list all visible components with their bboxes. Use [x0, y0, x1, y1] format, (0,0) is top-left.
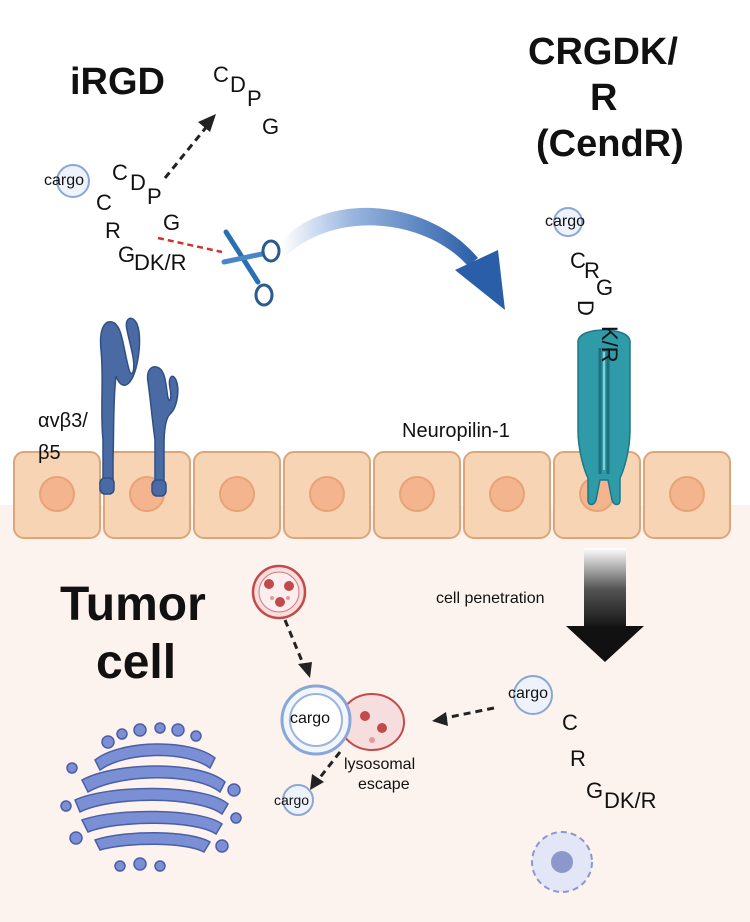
- tumor-label-line2: cell: [96, 636, 177, 689]
- crgdk-title-line1: CRGDK/: [528, 31, 678, 73]
- cargo-label: cargo: [44, 172, 85, 189]
- irgd-residue: DK/R: [134, 250, 187, 275]
- cendr-residue: C: [570, 248, 586, 273]
- cell-penetration-label: cell penetration: [436, 590, 545, 607]
- irgd-residue: R: [105, 218, 121, 243]
- irgd-residue: G: [163, 210, 181, 235]
- cell-membrane: [13, 451, 731, 539]
- cargo-spheres: [56, 164, 583, 816]
- internal-residue: G: [586, 778, 604, 803]
- scissors-icon: [221, 229, 281, 307]
- nucleus-icon: [531, 831, 593, 893]
- cargo-label: cargo: [508, 685, 549, 702]
- neuropilin-receptor-icon: [577, 329, 631, 506]
- cendr-residue: R: [584, 258, 600, 283]
- release-arrow: [163, 114, 216, 179]
- neuropilin-label: Neuropilin-1: [402, 420, 510, 442]
- cleavage-line: [157, 236, 223, 254]
- cargo-label: cargo: [290, 710, 331, 727]
- golgi-apparatus-icon: [60, 722, 242, 872]
- cendr-residue: G: [596, 275, 614, 300]
- tumor-label-line1: Tumor: [60, 578, 206, 631]
- cendr-residue: K/R: [597, 326, 622, 363]
- irgd-residue: C: [96, 190, 112, 215]
- penetration-arrow: [566, 548, 644, 662]
- integrin-label-line1: αvβ3/: [38, 410, 88, 432]
- lysosomal-escape-line1: lysosomal: [344, 756, 416, 773]
- integrin-label-line2: β5: [38, 442, 61, 464]
- fragment-residue: D: [230, 72, 246, 97]
- trafficking-arrows: [283, 619, 495, 790]
- crgdk-title-line3: (CendR): [536, 123, 684, 165]
- lysosome-icon: [251, 564, 307, 620]
- lysosomal-escape-line2: escape: [358, 776, 410, 793]
- crgdk-title-line2: R: [590, 77, 618, 119]
- internal-residue: DK/R: [604, 788, 657, 813]
- integrin-receptor-icon: [99, 317, 179, 497]
- irgd-residue: P: [147, 184, 162, 209]
- cendr-residue: D: [573, 300, 598, 316]
- cargo-label: cargo: [274, 792, 310, 808]
- endosome-lysosome-fusion: [280, 684, 405, 756]
- cargo-label: cargo: [545, 213, 586, 230]
- irgd-residue: D: [130, 170, 146, 195]
- transition-arrow: [282, 207, 505, 310]
- internal-residue: R: [570, 746, 586, 771]
- irgd-residue: G: [118, 242, 136, 267]
- fragment-residue: G: [262, 114, 280, 139]
- fragment-residue: C: [213, 62, 229, 87]
- irgd-title: iRGD: [70, 61, 165, 103]
- fragment-residue: P: [247, 86, 262, 111]
- internal-residue: C: [562, 710, 578, 735]
- irgd-residue: C: [112, 160, 128, 185]
